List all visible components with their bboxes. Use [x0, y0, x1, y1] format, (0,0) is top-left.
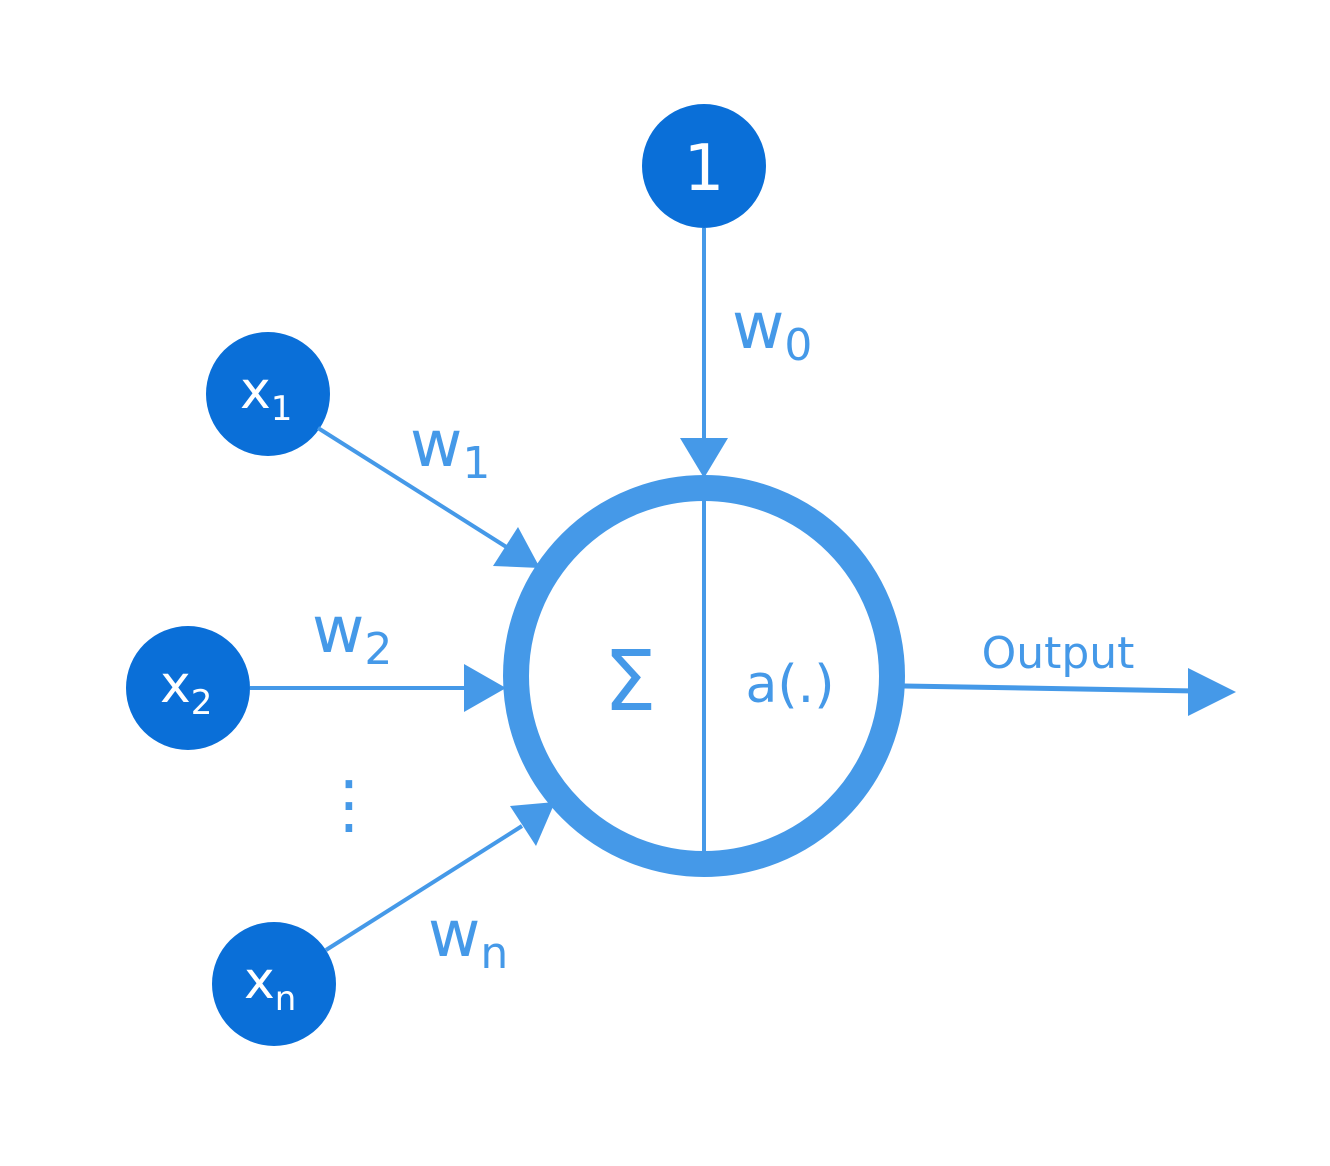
- output-edge: [903, 683, 1197, 694]
- input-node-x2: [126, 626, 250, 750]
- input-edge-xn: [324, 824, 524, 952]
- input-edge-x1: [316, 426, 510, 550]
- input-arrowhead-x2: [464, 664, 506, 712]
- input-arrowhead-x1: [493, 527, 540, 568]
- bias-node-label: 1: [684, 132, 725, 206]
- bias-weight-label: w0: [732, 290, 812, 371]
- input-node-x1: [206, 332, 330, 456]
- input-label-xn: xn: [244, 951, 296, 1019]
- input-node-xn: [212, 922, 336, 1046]
- neuron-body: [503, 475, 905, 877]
- sum-symbol: Σ: [603, 632, 656, 730]
- output-label: Output: [982, 628, 1135, 679]
- input-label-x1: x1: [240, 361, 292, 429]
- weight-label-w2: w2: [312, 594, 392, 675]
- weight-label-wn: wn: [428, 898, 508, 979]
- weight-label-w1: w1: [410, 408, 490, 489]
- bias-node: [642, 104, 766, 228]
- input-arrowhead-xn: [510, 802, 555, 846]
- output-arrowhead: [1188, 668, 1236, 716]
- input-ellipsis: ⋮: [317, 768, 381, 842]
- bias-arrowhead: [680, 438, 728, 478]
- input-label-x2: x2: [160, 655, 212, 723]
- activation-function: a(.): [746, 655, 835, 715]
